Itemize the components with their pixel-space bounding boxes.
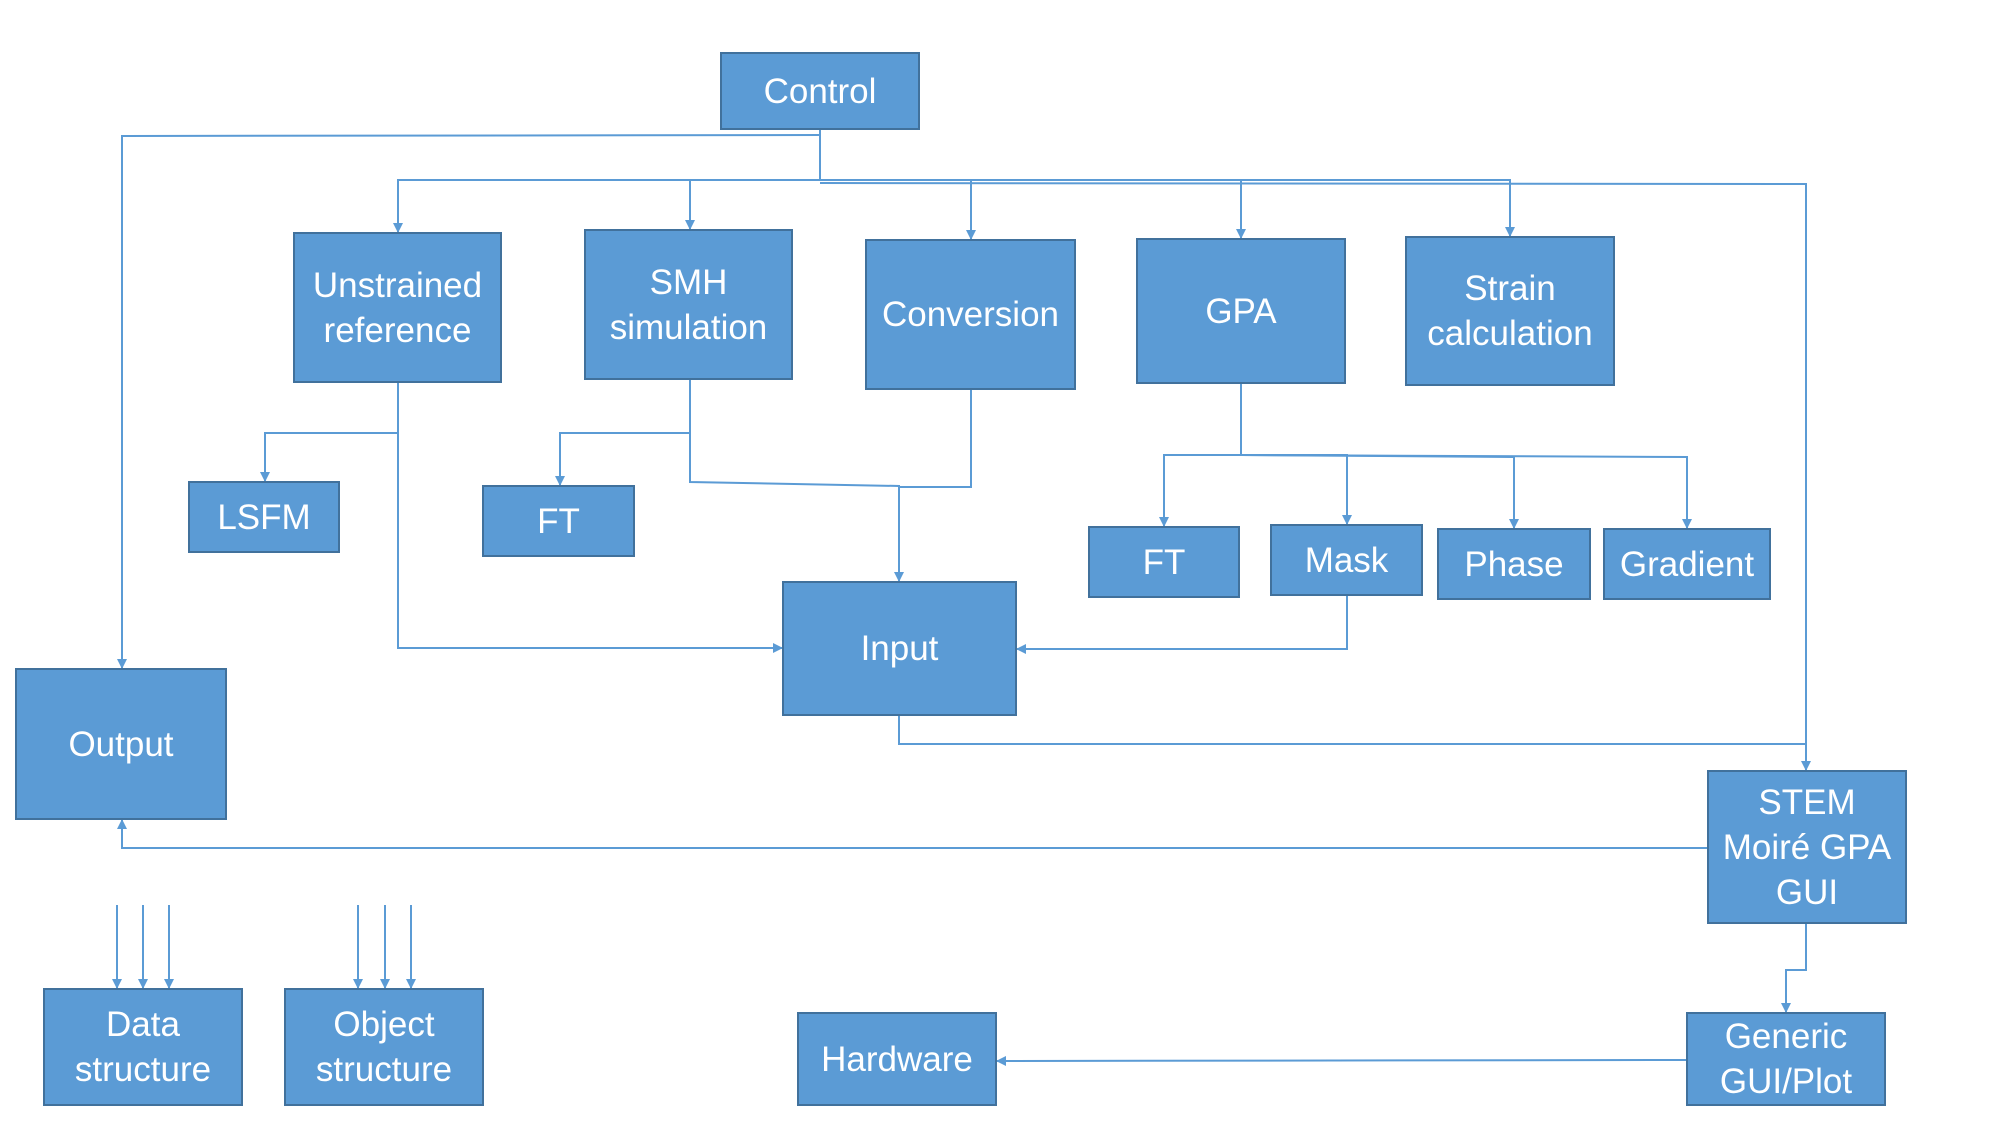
node-input: Input <box>782 581 1017 716</box>
edge-control-to-smh-simulation <box>685 179 820 230</box>
node-output: Output <box>15 668 227 820</box>
node-data-structure: Data structure <box>43 988 243 1106</box>
edge-mask-to-input <box>1016 596 1348 654</box>
node-ft-gpa: FT <box>1088 526 1240 598</box>
node-control: Control <box>720 52 920 130</box>
node-hardware: Hardware <box>797 1012 997 1106</box>
node-strain-calculation: Strain calculation <box>1405 236 1615 386</box>
edge-gpa-to-ft <box>1159 384 1242 527</box>
edge-unstrained-reference-to-lsfm <box>260 383 399 482</box>
edge-control-to-conversion <box>820 179 976 240</box>
node-mask: Mask <box>1270 524 1423 596</box>
edge-control-to-output <box>117 134 821 669</box>
edge-unstrained-reference-to-input <box>397 433 783 653</box>
edge-smh-simulation-to-ft <box>555 380 691 486</box>
edge-gpa-to-phase <box>1240 454 1519 529</box>
node-stem-moire-gpa-gui: STEM Moiré GPA GUI <box>1707 770 1907 924</box>
node-unstrained-reference: Unstrained reference <box>293 232 502 383</box>
edge-gpa-to-mask <box>1241 454 1352 525</box>
edge-control-to-gpa <box>820 179 1246 239</box>
edge-control-to-strain-calculation <box>820 179 1515 237</box>
edge-control-to-stem-gui <box>819 182 1811 771</box>
node-conversion: Conversion <box>865 239 1076 390</box>
node-gradient: Gradient <box>1603 528 1771 600</box>
node-smh-simulation: SMH simulation <box>584 229 793 380</box>
node-generic-gui-plot: Generic GUI/Plot <box>1686 1012 1886 1106</box>
edge-smh-simulation-to-input <box>689 433 904 582</box>
edge-stem-gui-to-generic-gui <box>1781 924 1807 1013</box>
edge-control-to-unstrained-reference <box>393 130 821 233</box>
node-phase: Phase <box>1437 528 1591 600</box>
edge-generic-gui-to-hardware <box>996 1055 1687 1066</box>
node-ft-smh: FT <box>482 485 635 557</box>
node-gpa: GPA <box>1136 238 1346 384</box>
node-lsfm: LSFM <box>188 481 340 553</box>
edge-gpa-to-gradient <box>1240 454 1692 529</box>
node-object-structure: Object structure <box>284 988 484 1106</box>
edge-conversion-to-input <box>899 390 972 488</box>
edge-stem-gui-to-output <box>117 819 1707 849</box>
edge-input-to-stem-gui <box>898 716 1807 770</box>
